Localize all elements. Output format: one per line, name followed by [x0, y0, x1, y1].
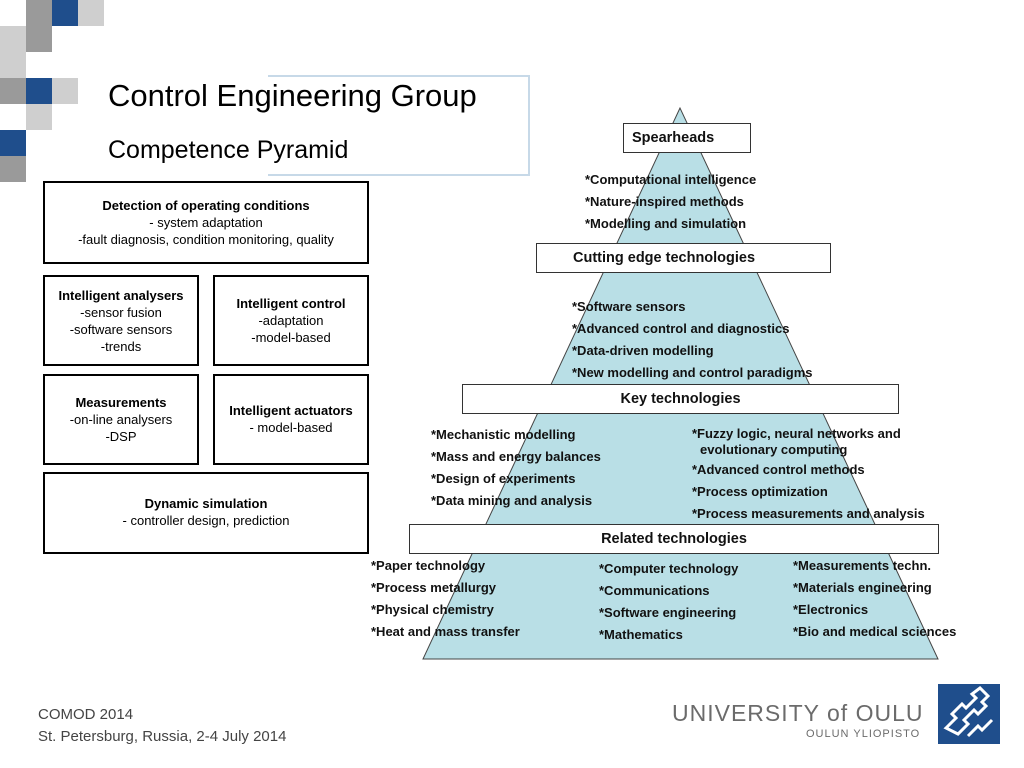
box-intelligent-analysers: Intelligent analysers -sensor fusion -so…: [43, 275, 199, 366]
square-tile: [26, 26, 52, 52]
box-line: - system adaptation: [149, 215, 263, 230]
box-line: - model-based: [249, 420, 333, 435]
box-line: -software sensors: [69, 322, 173, 337]
slide-subtitle: Competence Pyramid: [108, 136, 349, 164]
list-item: *Data mining and analysis: [431, 493, 593, 508]
label-cutting-edge: Cutting edge technologies: [536, 243, 831, 273]
box-dynamic-simulation: Dynamic simulation - controller design, …: [43, 472, 369, 554]
list-item: *Data-driven modelling: [572, 343, 714, 358]
cutting-edge-list: *Software sensors *Advanced control and …: [572, 296, 813, 384]
box-heading: Detection of operating conditions: [102, 198, 310, 213]
list-item: evolutionary computing: [700, 442, 848, 457]
list-item: *Modelling and simulation: [585, 216, 747, 231]
list-item: *Bio and medical sciences: [793, 624, 957, 639]
list-item: *Materials engineering: [793, 580, 932, 595]
list-item: *Computational intelligence: [585, 172, 757, 187]
box-heading: Intelligent actuators: [229, 403, 353, 418]
box-measurements: Measurements -on-line analysers -DSP: [43, 374, 199, 465]
box-line: -on-line analysers: [69, 412, 173, 427]
list-item: *Software sensors: [572, 299, 686, 314]
list-item: *Process metallurgy: [371, 580, 497, 595]
square-tile: [26, 0, 52, 26]
list-item: *Advanced control and diagnostics: [572, 321, 790, 336]
list-item: *Measurements techn.: [793, 558, 931, 573]
box-line: -fault diagnosis, condition monitoring, …: [78, 232, 334, 247]
list-item: *Mathematics: [599, 627, 683, 642]
box-heading: Dynamic simulation: [144, 496, 268, 511]
footer-location: St. Petersburg, Russia, 2-4 July 2014: [38, 728, 287, 745]
square-tile: [26, 78, 52, 104]
key-right-list: *Fuzzy logic, neural networks and evolut…: [692, 426, 901, 458]
box-line: -sensor fusion: [80, 305, 162, 320]
label-key-technologies: Key technologies: [462, 384, 899, 414]
list-item: *Heat and mass transfer: [371, 624, 520, 639]
related-col3: *Measurements techn. *Materials engineer…: [793, 555, 956, 643]
slide-title: Control Engineering Group: [108, 78, 477, 113]
box-line: -adaptation: [258, 313, 324, 328]
list-item: *New modelling and control paradigms: [572, 365, 813, 380]
university-logo-icon: [938, 684, 1000, 744]
square-tile: [52, 0, 78, 26]
university-subname: OULUN YLIOPISTO: [806, 728, 921, 740]
spearheads-list: *Computational intelligence *Nature-insp…: [585, 169, 756, 235]
box-line: -DSP: [105, 429, 137, 444]
list-item: *Design of experiments: [431, 471, 576, 486]
list-item: *Physical chemistry: [371, 602, 494, 617]
list-item: *Advanced control methods: [692, 462, 865, 477]
square-tile: [0, 156, 26, 182]
box-line: - controller design, prediction: [122, 513, 290, 528]
box-line: -model-based: [251, 330, 331, 345]
box-intelligent-control: Intelligent control -adaptation -model-b…: [213, 275, 369, 366]
label-spearheads: Spearheads: [623, 123, 751, 153]
square-tile: [78, 0, 104, 26]
square-tile: [0, 130, 26, 156]
box-heading: Intelligent analysers: [58, 288, 184, 303]
square-tile: [0, 26, 26, 52]
list-item: *Paper technology: [371, 558, 486, 573]
list-item: *Software engineering: [599, 605, 737, 620]
box-detection: Detection of operating conditions - syst…: [43, 181, 369, 264]
list-item: *Mass and energy balances: [431, 449, 601, 464]
box-heading: Intelligent control: [236, 296, 346, 311]
pyramid-triangle: [422, 106, 939, 660]
list-item: *Electronics: [793, 602, 869, 617]
list-item: *Process optimization: [692, 484, 828, 499]
key-right-list-2: *Advanced control methods *Process optim…: [692, 459, 925, 525]
university-name: UNIVERSITY of OULU: [672, 700, 924, 726]
key-left-list: *Mechanistic modelling *Mass and energy …: [431, 424, 601, 512]
title-frame: [268, 75, 530, 176]
square-tile: [0, 78, 26, 104]
list-item: *Mechanistic modelling: [431, 427, 576, 442]
related-col2: *Computer technology *Communications *So…: [599, 558, 738, 646]
list-item: *Computer technology: [599, 561, 739, 576]
square-tile: [52, 78, 78, 104]
footer-event: COMOD 2014: [38, 706, 134, 723]
related-col1: *Paper technology *Process metallurgy *P…: [371, 555, 520, 643]
box-intelligent-actuators: Intelligent actuators - model-based: [213, 374, 369, 465]
square-tile: [0, 52, 26, 78]
label-related-technologies: Related technologies: [409, 524, 939, 554]
list-item: *Fuzzy logic, neural networks and: [692, 426, 901, 441]
list-item: *Process measurements and analysis: [692, 506, 925, 521]
list-item: *Nature-inspired methods: [585, 194, 744, 209]
square-tile: [26, 104, 52, 130]
list-item: *Communications: [599, 583, 710, 598]
box-line: -trends: [100, 339, 142, 354]
box-heading: Measurements: [75, 395, 167, 410]
